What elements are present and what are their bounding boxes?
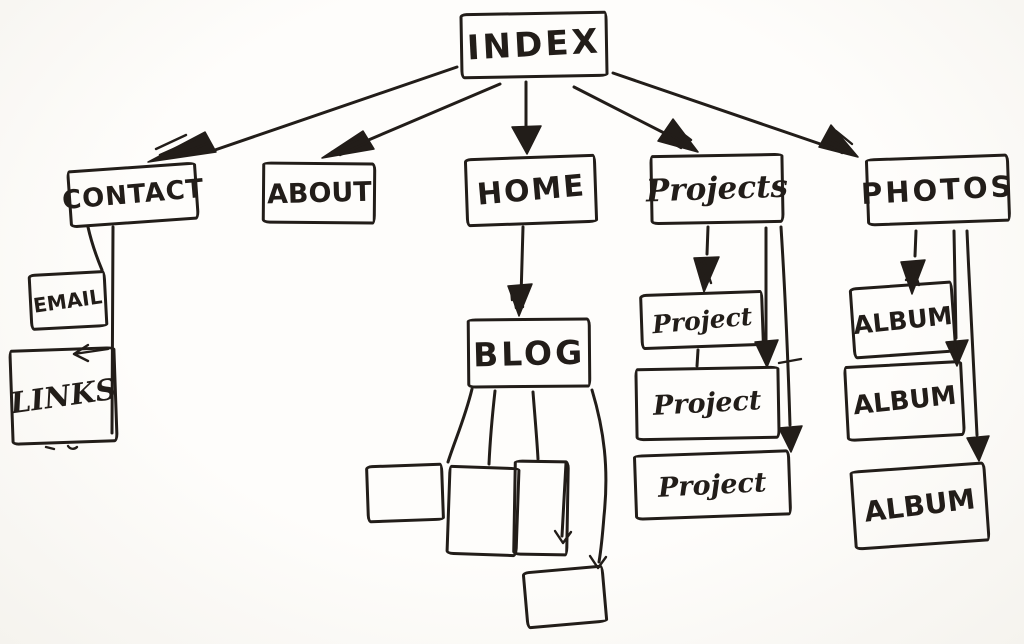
node-contact: CONTACT (61, 161, 205, 229)
node-home: HOME (463, 153, 599, 228)
node-album-2: ALBUM (843, 359, 966, 443)
edge-home-blog (507, 225, 533, 317)
unlabeled-box-1 (365, 462, 445, 524)
node-index-label: INDEX (466, 21, 602, 69)
node-project-3-label: Project (657, 466, 768, 504)
squiggle-mark (44, 444, 79, 451)
edge-photos-album3-rail (965, 229, 990, 462)
node-projects: Projects (645, 152, 789, 226)
node-blog: BLOG (466, 317, 592, 389)
node-project-1: Project (639, 289, 765, 351)
node-album-2-label: ALBUM (851, 380, 958, 422)
edge-photos-album1 (900, 229, 926, 295)
node-blog-label: BLOG (472, 332, 586, 374)
node-email-label: EMAIL (32, 283, 104, 318)
edge-contact-links (72, 225, 115, 435)
unlabeled-box-3 (512, 459, 570, 557)
edge-index-projects (572, 85, 699, 153)
node-email: EMAIL (27, 269, 109, 332)
edge-index-home (511, 80, 542, 155)
node-album-3: ALBUM (849, 461, 991, 551)
node-index: INDEX (459, 10, 609, 80)
node-photos: PHOTOS (860, 153, 1016, 227)
edge-blog-children (446, 387, 608, 570)
node-about: ABOUT (261, 161, 377, 225)
edge-projects-project1 (693, 225, 720, 293)
node-photos-label: PHOTOS (860, 168, 1016, 211)
unlabeled-box-2 (445, 464, 521, 558)
node-projects-label: Projects (645, 168, 789, 209)
unlabeled-box-4 (521, 564, 609, 630)
node-home-label: HOME (475, 167, 587, 213)
edge-projects-project3-rail (778, 225, 803, 453)
edge-project1-project2 (695, 348, 700, 368)
node-album-1: ALBUM (848, 280, 958, 360)
edge-contact-email (86, 225, 104, 272)
node-links: LINKS (8, 346, 119, 446)
edge-projects-project2-rail (754, 226, 803, 368)
node-album-3-label: ALBUM (862, 482, 978, 529)
node-links-label: LINKS (8, 371, 119, 420)
node-project-1-label: Project (650, 301, 754, 339)
node-project-3: Project (632, 449, 793, 521)
node-contact-label: CONTACT (60, 173, 206, 217)
edge-index-contact (147, 65, 459, 163)
edge-photos-album2-rail (945, 229, 969, 367)
node-album-1-label: ALBUM (852, 300, 955, 340)
edge-index-photos (611, 71, 859, 158)
edge-index-about (321, 82, 502, 159)
node-project-2-label: Project (652, 385, 763, 422)
node-about-label: ABOUT (266, 176, 372, 210)
node-project-2: Project (634, 365, 781, 442)
